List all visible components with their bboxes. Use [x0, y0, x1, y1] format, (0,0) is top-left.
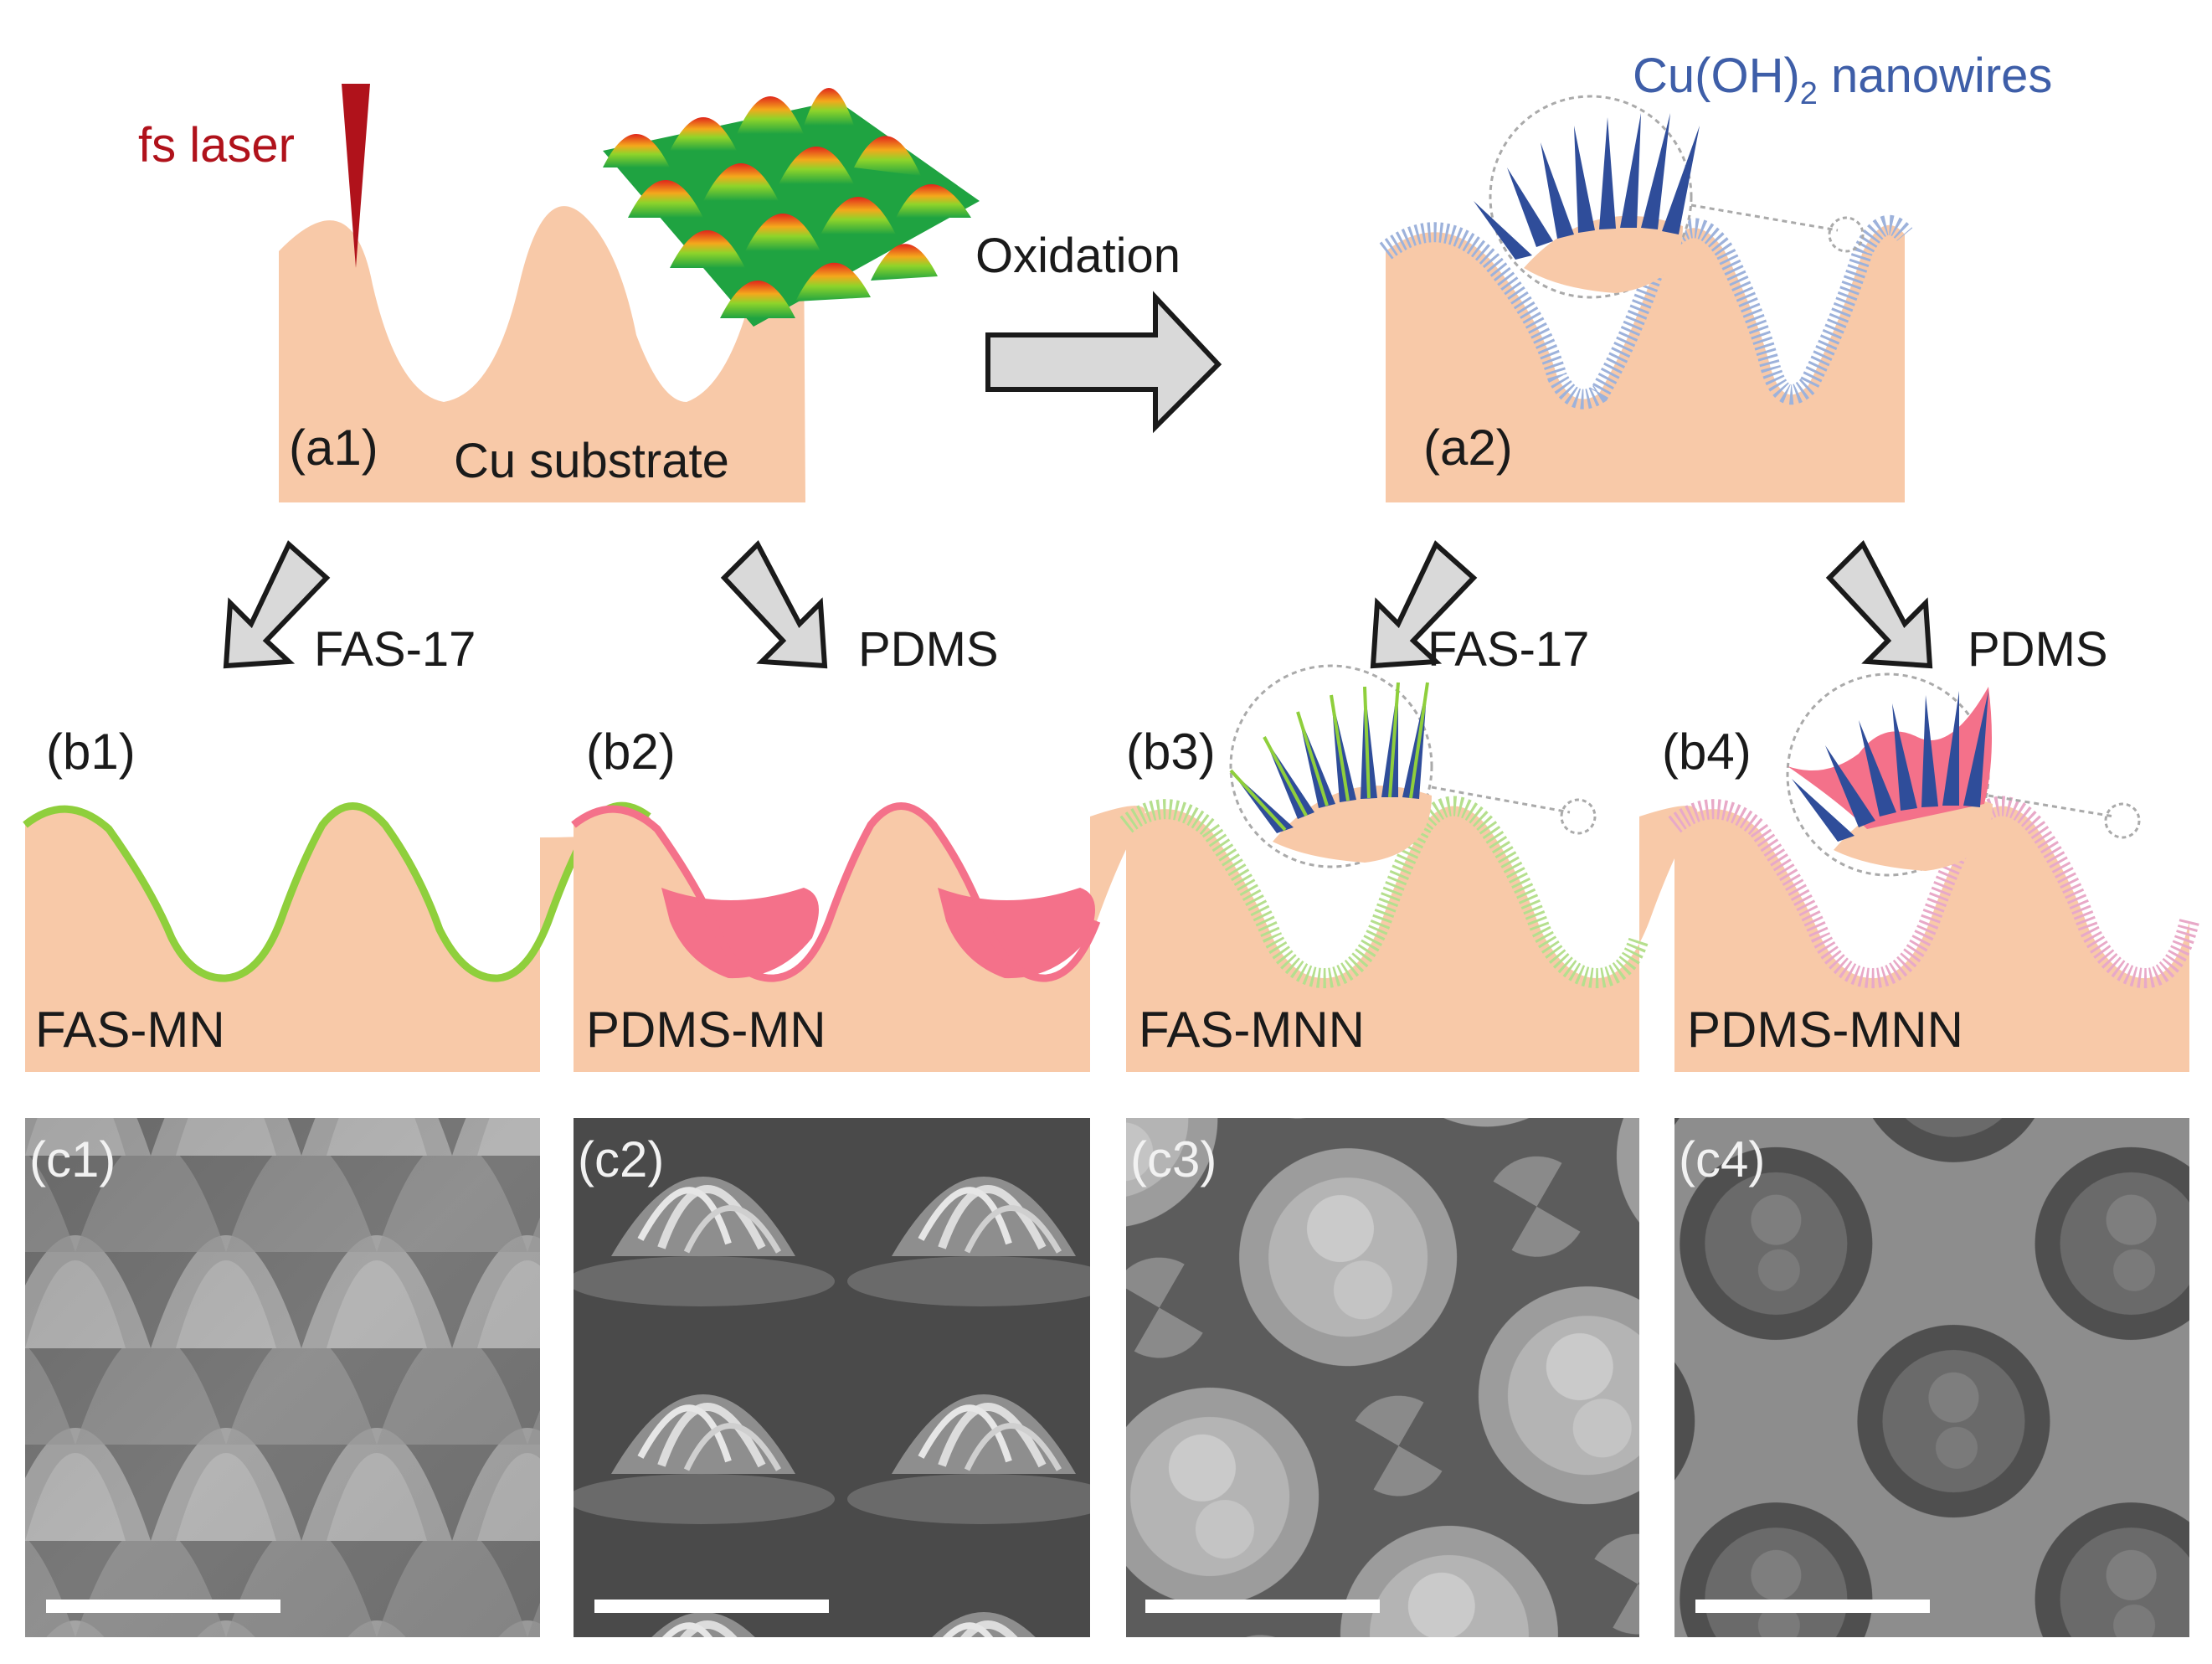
nanowires-zoom-b4 [1788, 687, 1992, 842]
panel-a2: Cu(OH)2 nanowires (a2) [1379, 49, 2052, 502]
cu-substrate-a1 [279, 206, 805, 502]
fas-coating-b1 [23, 801, 651, 982]
oxidation-label: Oxidation [975, 229, 1181, 283]
nanowires-zoom-a2 [1474, 113, 1700, 260]
down-arrow-pdms-2: PDMS [1825, 539, 2108, 677]
panel-a2-label: (a2) [1423, 420, 1513, 476]
substrate-b1 [25, 806, 652, 1072]
svg-text:(b2): (b2) [586, 724, 676, 780]
down-arrow-fas-1: FAS-17 [223, 540, 476, 677]
pdms-coating-b4 [1668, 796, 2199, 989]
svg-text:PDMS: PDMS [858, 622, 999, 677]
pdms-coating-b2 [571, 802, 1101, 982]
topography-3d-icon [603, 88, 980, 327]
panel-b1: (b1) FAS-MN [23, 724, 652, 1072]
panel-a1: fs laser (a1) Cu substrate [138, 84, 980, 502]
substrate-label: Cu substrate [454, 434, 729, 488]
svg-text:(c3): (c3) [1130, 1131, 1217, 1187]
svg-text:(c1): (c1) [29, 1131, 116, 1187]
scale-bar-c3 [1145, 1600, 1380, 1613]
sem-image-c3: (c3) [1126, 1118, 1639, 1637]
pdms-fill-b2-1 [661, 888, 819, 979]
panel-b4: (b4) PDMS-MNN [1662, 672, 2199, 1072]
scale-bar-c1 [46, 1600, 280, 1613]
svg-text:(c2): (c2) [578, 1131, 664, 1187]
nanowire-coating-a2 [1379, 214, 1913, 410]
svg-text:FAS-MN: FAS-MN [35, 1002, 225, 1058]
svg-text:FAS-MNN: FAS-MNN [1139, 1002, 1365, 1058]
sem-image-c4: (c4) [1674, 1118, 2189, 1637]
panel-b2: (b2) PDMS-MN [571, 724, 1145, 1072]
panel-a1-label: (a1) [289, 420, 378, 476]
svg-text:PDMS-MNN: PDMS-MNN [1687, 1002, 1963, 1058]
svg-text:PDMS: PDMS [1968, 622, 2108, 677]
sem-image-c1: (c1) [25, 1118, 540, 1637]
nanowires-label: Cu(OH)2 nanowires [1633, 49, 2052, 111]
svg-text:FAS-17: FAS-17 [1428, 622, 1589, 677]
down-arrow-fas-2: FAS-17 [1370, 540, 1589, 677]
panel-b3: (b3) FAS-MNN [1119, 664, 1698, 1072]
scale-bar-c4 [1695, 1600, 1930, 1613]
oxidation-arrow: Oxidation [975, 229, 1222, 434]
svg-text:(b3): (b3) [1126, 724, 1216, 780]
svg-text:(b4): (b4) [1662, 724, 1752, 780]
svg-text:(c4): (c4) [1679, 1131, 1765, 1187]
sem-image-c2: (c2) [574, 1118, 1090, 1637]
down-arrow-pdms-1: PDMS [720, 539, 999, 677]
svg-text:(b1): (b1) [46, 724, 136, 780]
substrate-b2 [574, 806, 1145, 1072]
substrate-b3 [1126, 806, 1698, 1072]
svg-text:PDMS-MN: PDMS-MN [586, 1002, 826, 1058]
svg-text:FAS-17: FAS-17 [314, 622, 476, 677]
laser-label: fs laser [138, 118, 295, 173]
scale-bar-c2 [594, 1600, 829, 1613]
nanowires-zoom-b3 [1229, 682, 1429, 833]
laser-beam-icon [342, 84, 370, 268]
